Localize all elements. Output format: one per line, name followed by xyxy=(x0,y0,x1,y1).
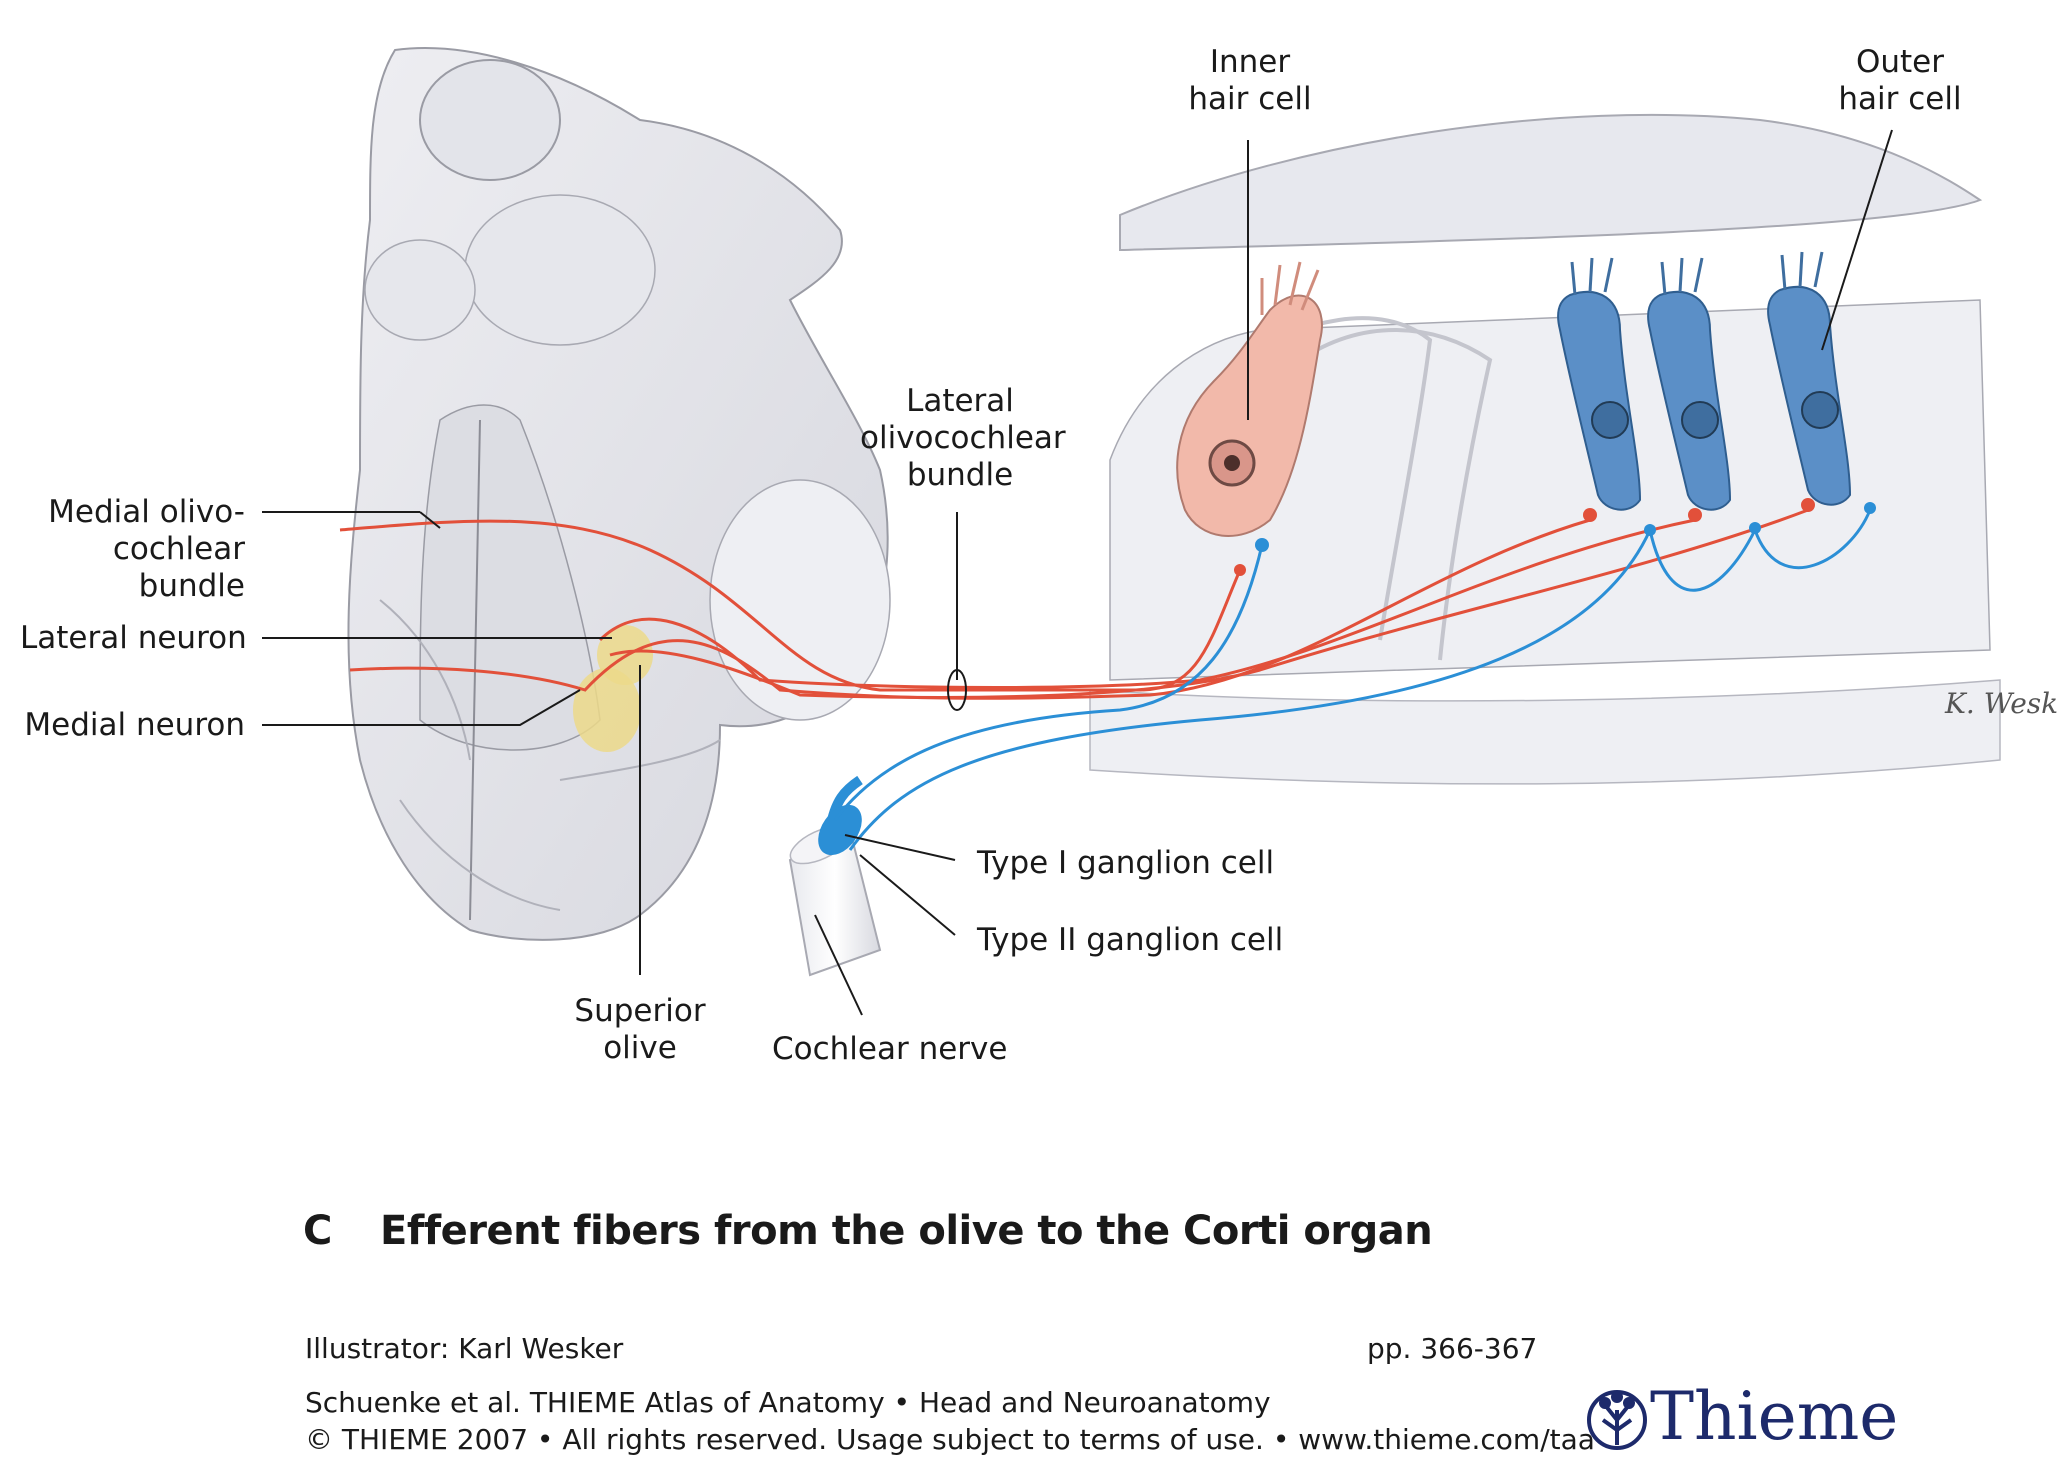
supporting-cells xyxy=(1109,299,1991,681)
footer-pages: pp. 366-367 xyxy=(1367,1332,1538,1365)
caption-letter: C xyxy=(303,1208,333,1254)
label-superior-olive: Superior olive xyxy=(574,993,706,1066)
label-cochlear-nerve: Cochlear nerve xyxy=(772,1031,1008,1067)
footer-illustrator: Illustrator: Karl Wesker xyxy=(305,1332,624,1365)
afferent-synapses xyxy=(1255,502,1876,552)
illustrator-signature: K. Wesker xyxy=(1944,687,2057,720)
efferent-synapses xyxy=(1234,498,1815,576)
anatomy-illustration: K. Wesker xyxy=(262,47,2057,1016)
label-outer-hair-cell: Outer hair cell xyxy=(1838,44,1962,117)
label-inner-hair-cell: Inner hair cell xyxy=(1188,44,1312,117)
thieme-tree-icon xyxy=(1587,1390,1647,1450)
footer-book: Schuenke et al. THIEME Atlas of Anatomy … xyxy=(305,1386,1271,1419)
thieme-wordmark: Thieme xyxy=(1650,1378,1899,1455)
inner-hair-cell-illustration xyxy=(1176,261,1323,537)
label-medial-olivocochlear-bundle: Medial olivo- cochlear bundle xyxy=(48,494,245,604)
caption-title: Efferent fibers from the olive to the Co… xyxy=(380,1208,1433,1254)
basilar-membrane xyxy=(1089,679,2001,785)
label-type-ii-ganglion-cell: Type II ganglion cell xyxy=(977,922,1284,958)
label-type-i-ganglion-cell: Type I ganglion cell xyxy=(977,845,1275,881)
tectorial-membrane xyxy=(1119,113,1983,252)
label-medial-neuron: Medial neuron xyxy=(24,707,245,743)
brainstem xyxy=(347,47,891,941)
outer-hair-cells-illustration xyxy=(1557,251,1852,511)
leader-lines xyxy=(262,129,1893,1016)
cochlear-nerve-illustration xyxy=(788,775,882,977)
afferent-fibers xyxy=(833,509,1872,851)
footer-copyright: © THIEME 2007 • All rights reserved. Usa… xyxy=(305,1423,1595,1456)
label-lateral-olivocochlear-bundle: Lateral olivocochlear bundle xyxy=(860,383,1066,493)
label-lateral-neuron: Lateral neuron xyxy=(20,620,247,656)
efferent-fibers xyxy=(339,508,1809,700)
